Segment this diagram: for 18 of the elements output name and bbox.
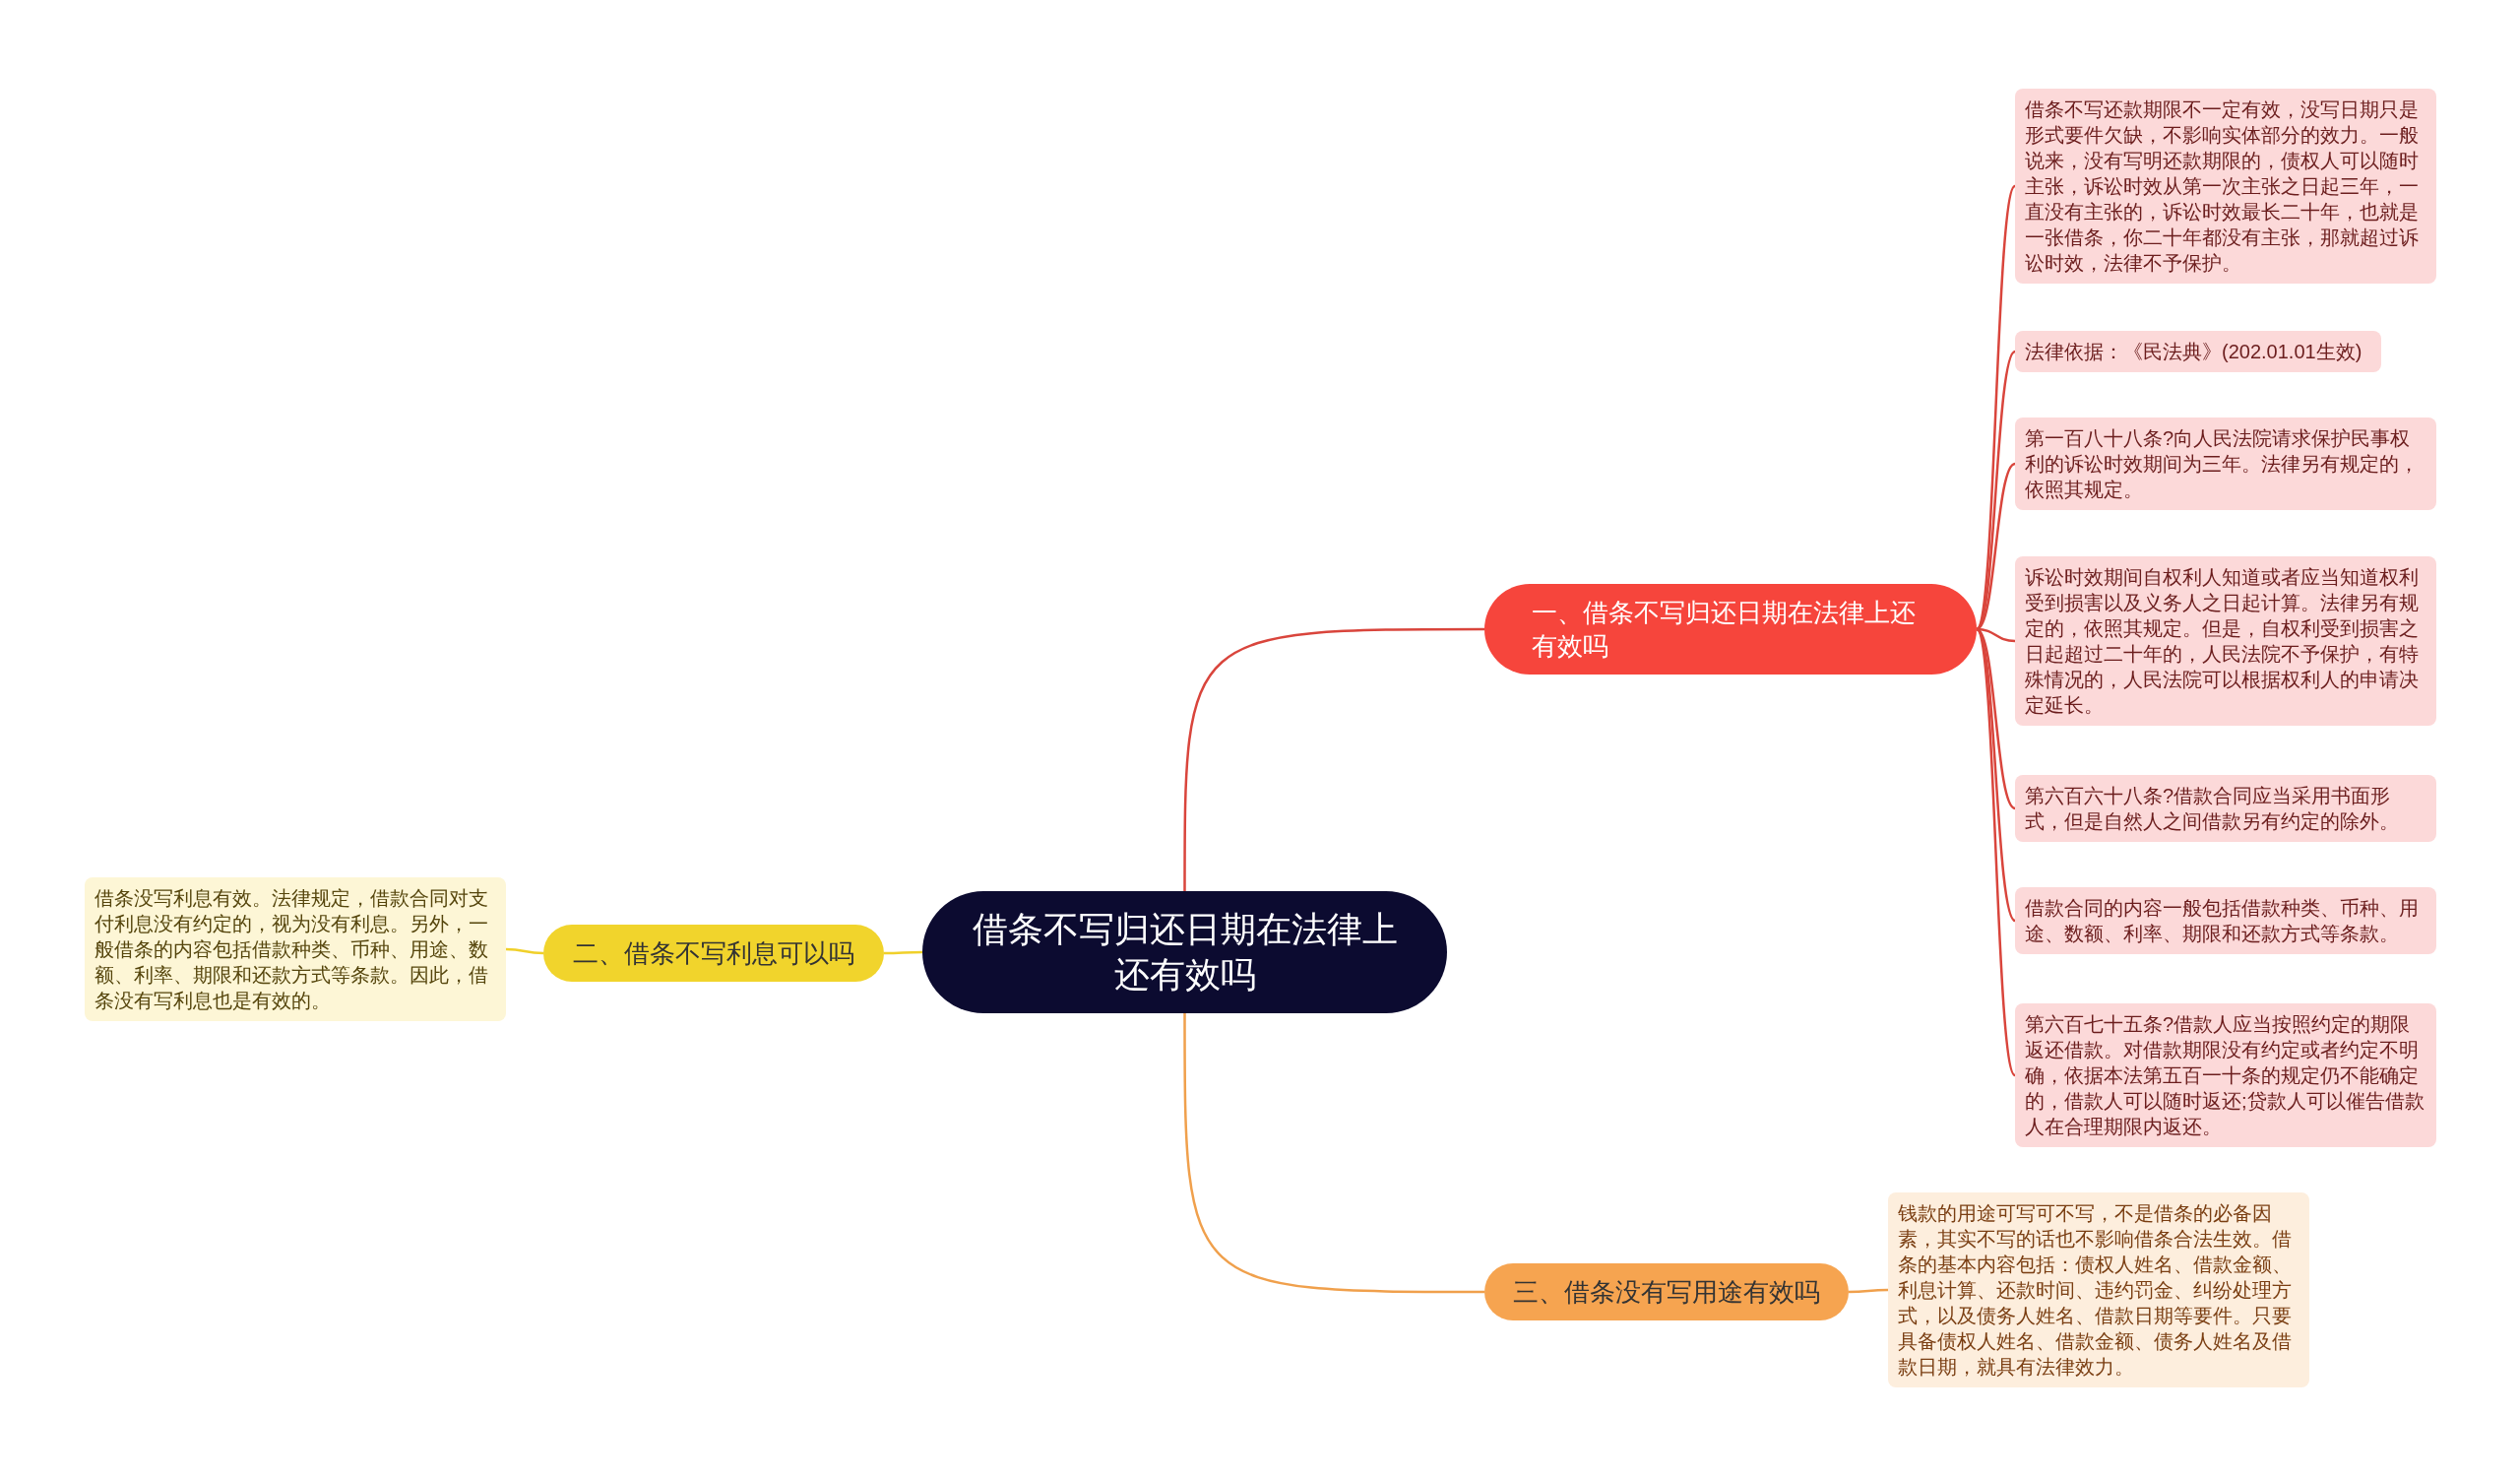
branch-topic: 二、借条不写利息可以吗: [543, 925, 884, 982]
connector-line: [505, 947, 544, 955]
branch-topic: 三、借条没有写用途有效吗: [1484, 1263, 1849, 1320]
central-topic: 借条不写归还日期在法律上还有效吗: [922, 891, 1447, 1013]
connector-line: [1183, 1013, 1484, 1294]
note-card: 第六百六十八条?借款合同应当采用书面形式，但是自然人之间借款另有约定的除外。: [2015, 775, 2436, 842]
connector-line: [1849, 1288, 1888, 1294]
note-card: 诉讼时效期间自权利人知道或者应当知道权利受到损害以及义务人之日起计算。法律另有规定的，依照其规定。但是，自权利受到损害之日起超过二十年的，人民法院不予保护，有特殊情况的，人民法院可以根据权利人的申请决定延长。: [2015, 556, 2436, 726]
connector-line: [884, 950, 922, 955]
branch-topic: 一、借条不写归还日期在法律上还有效吗: [1484, 584, 1977, 675]
connector-line: [1183, 627, 1484, 891]
note-card: 钱款的用途可写可不写，不是借条的必备因素，其实不写的话也不影响借条合法生效。借条的基本内容包括：债权人姓名、借款金额、利息计算、还款时间、违约罚金、纠纷处理方式，以及债务人姓名、借款日期等要件。只要具备债权人姓名、借款金额、债务人姓名及借款日期，就具有法律效力。: [1888, 1192, 2309, 1387]
note-card: 借款合同的内容一般包括借款种类、币种、用途、数额、利率、期限和还款方式等条款。: [2015, 887, 2436, 954]
note-card: 借条没写利息有效。法律规定，借款合同对支付利息没有约定的，视为没有利息。另外，一般借条的内容包括借款种类、币种、用途、数额、利率、期限和还款方式等条款。因此，借条没有写利息也是有效的。: [85, 877, 506, 1021]
note-card: 第一百八十八条?向人民法院请求保护民事权利的诉讼时效期间为三年。法律另有规定的，依照其规定。: [2015, 418, 2436, 510]
note-card: 借条不写还款期限不一定有效，没写日期只是形式要件欠缺，不影响实体部分的效力。一般说来，没有写明还款期限的，债权人可以随时主张，诉讼时效从第一次主张之日起三年，一直没有主张的，诉讼时效最长二十年，也就是一张借条，你二十年都没有主张，那就超过诉讼时效，法律不予保护。: [2015, 89, 2436, 284]
note-card: 第六百七十五条?借款人应当按照约定的期限返还借款。对借款期限没有约定或者约定不明确，依据本法第五百一十条的规定仍不能确定的，借款人可以随时返还;贷款人可以催告借款人在合理期限内返还。: [2015, 1003, 2436, 1147]
note-card: 法律依据：《民法典》(202.01.01生效): [2015, 331, 2381, 372]
